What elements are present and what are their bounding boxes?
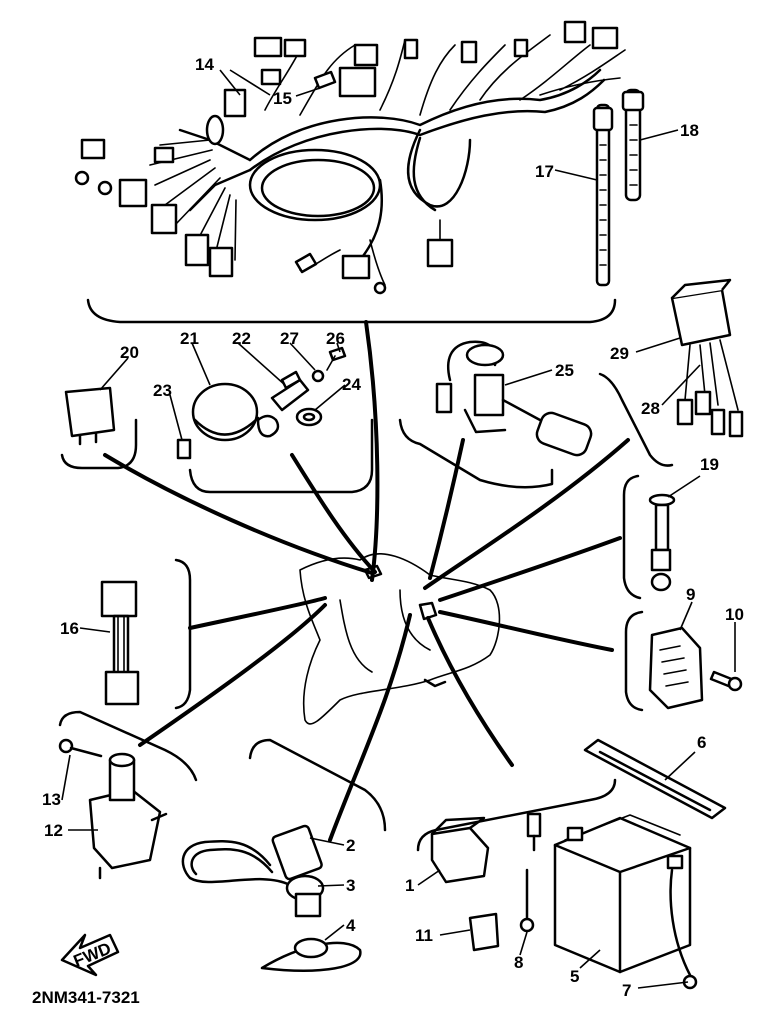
main-switch-12 [58, 738, 168, 880]
callout-4: 4 [346, 916, 356, 935]
relay-29 [670, 278, 744, 438]
part-19 [648, 493, 676, 592]
battery-5 [553, 814, 698, 990]
group-bracket-16 [174, 558, 192, 710]
band-6 [583, 738, 727, 820]
callout-6: 6 [697, 733, 706, 752]
callout-19: 19 [700, 455, 719, 474]
callout-29: 29 [610, 344, 629, 363]
callout-23: 23 [153, 381, 172, 400]
rectifier-9 [648, 626, 743, 710]
callout-20: 20 [120, 343, 139, 362]
lead-8 [519, 812, 542, 933]
callout-9: 9 [686, 585, 695, 604]
group-bracket-20 [60, 418, 138, 470]
fuel-sender-25 [435, 340, 593, 457]
callout-17: 17 [535, 162, 554, 181]
cable-ties [592, 88, 645, 287]
callout-24: 24 [342, 375, 361, 394]
callout-28: 28 [641, 399, 660, 418]
callout-8: 8 [514, 953, 523, 972]
callout-1: 1 [405, 876, 414, 895]
callout-13: 13 [42, 790, 61, 809]
group-bracket-19 [622, 474, 642, 600]
callout-21: 21 [180, 329, 199, 348]
wire-harness [74, 20, 626, 295]
callout-27: 27 [280, 329, 299, 348]
callout-11: 11 [415, 926, 433, 945]
fwd-arrow-icon: FWD [60, 933, 120, 977]
diagram-code: 2NM341-7321 [32, 988, 140, 1007]
group-bracket-harness [86, 298, 617, 324]
callout-25: 25 [555, 361, 574, 380]
label-leaders [61, 69, 736, 989]
callout-26: 26 [326, 329, 345, 348]
group-bracket-29 [598, 372, 674, 467]
callout-10: 10 [725, 605, 744, 624]
group-bracket-2 [248, 738, 387, 832]
group-bracket-1 [416, 778, 617, 852]
callout-18: 18 [680, 121, 699, 140]
callout-labels: 14 15 17 18 20 21 22 27 26 23 24 25 29 2… [42, 55, 744, 1000]
callout-5: 5 [570, 967, 579, 986]
relay-20 [64, 386, 116, 446]
horn-assembly [176, 346, 347, 460]
callout-22: 22 [232, 329, 251, 348]
callout-2: 2 [346, 836, 355, 855]
group-bracket-9 [624, 610, 644, 712]
group-bracket-12 [58, 710, 198, 782]
frame [299, 552, 501, 725]
ignition-coil [181, 824, 362, 972]
connector-16 [100, 580, 140, 706]
group-bracket-25 [398, 418, 554, 489]
callout-7: 7 [622, 981, 631, 1000]
callout-15: 15 [273, 89, 292, 108]
callout-14: 14 [195, 55, 214, 74]
group-bracket-21 [188, 418, 374, 494]
leader-lines [103, 320, 630, 842]
callout-3: 3 [346, 876, 355, 895]
callout-12: 12 [44, 821, 63, 840]
callout-16: 16 [60, 619, 79, 638]
